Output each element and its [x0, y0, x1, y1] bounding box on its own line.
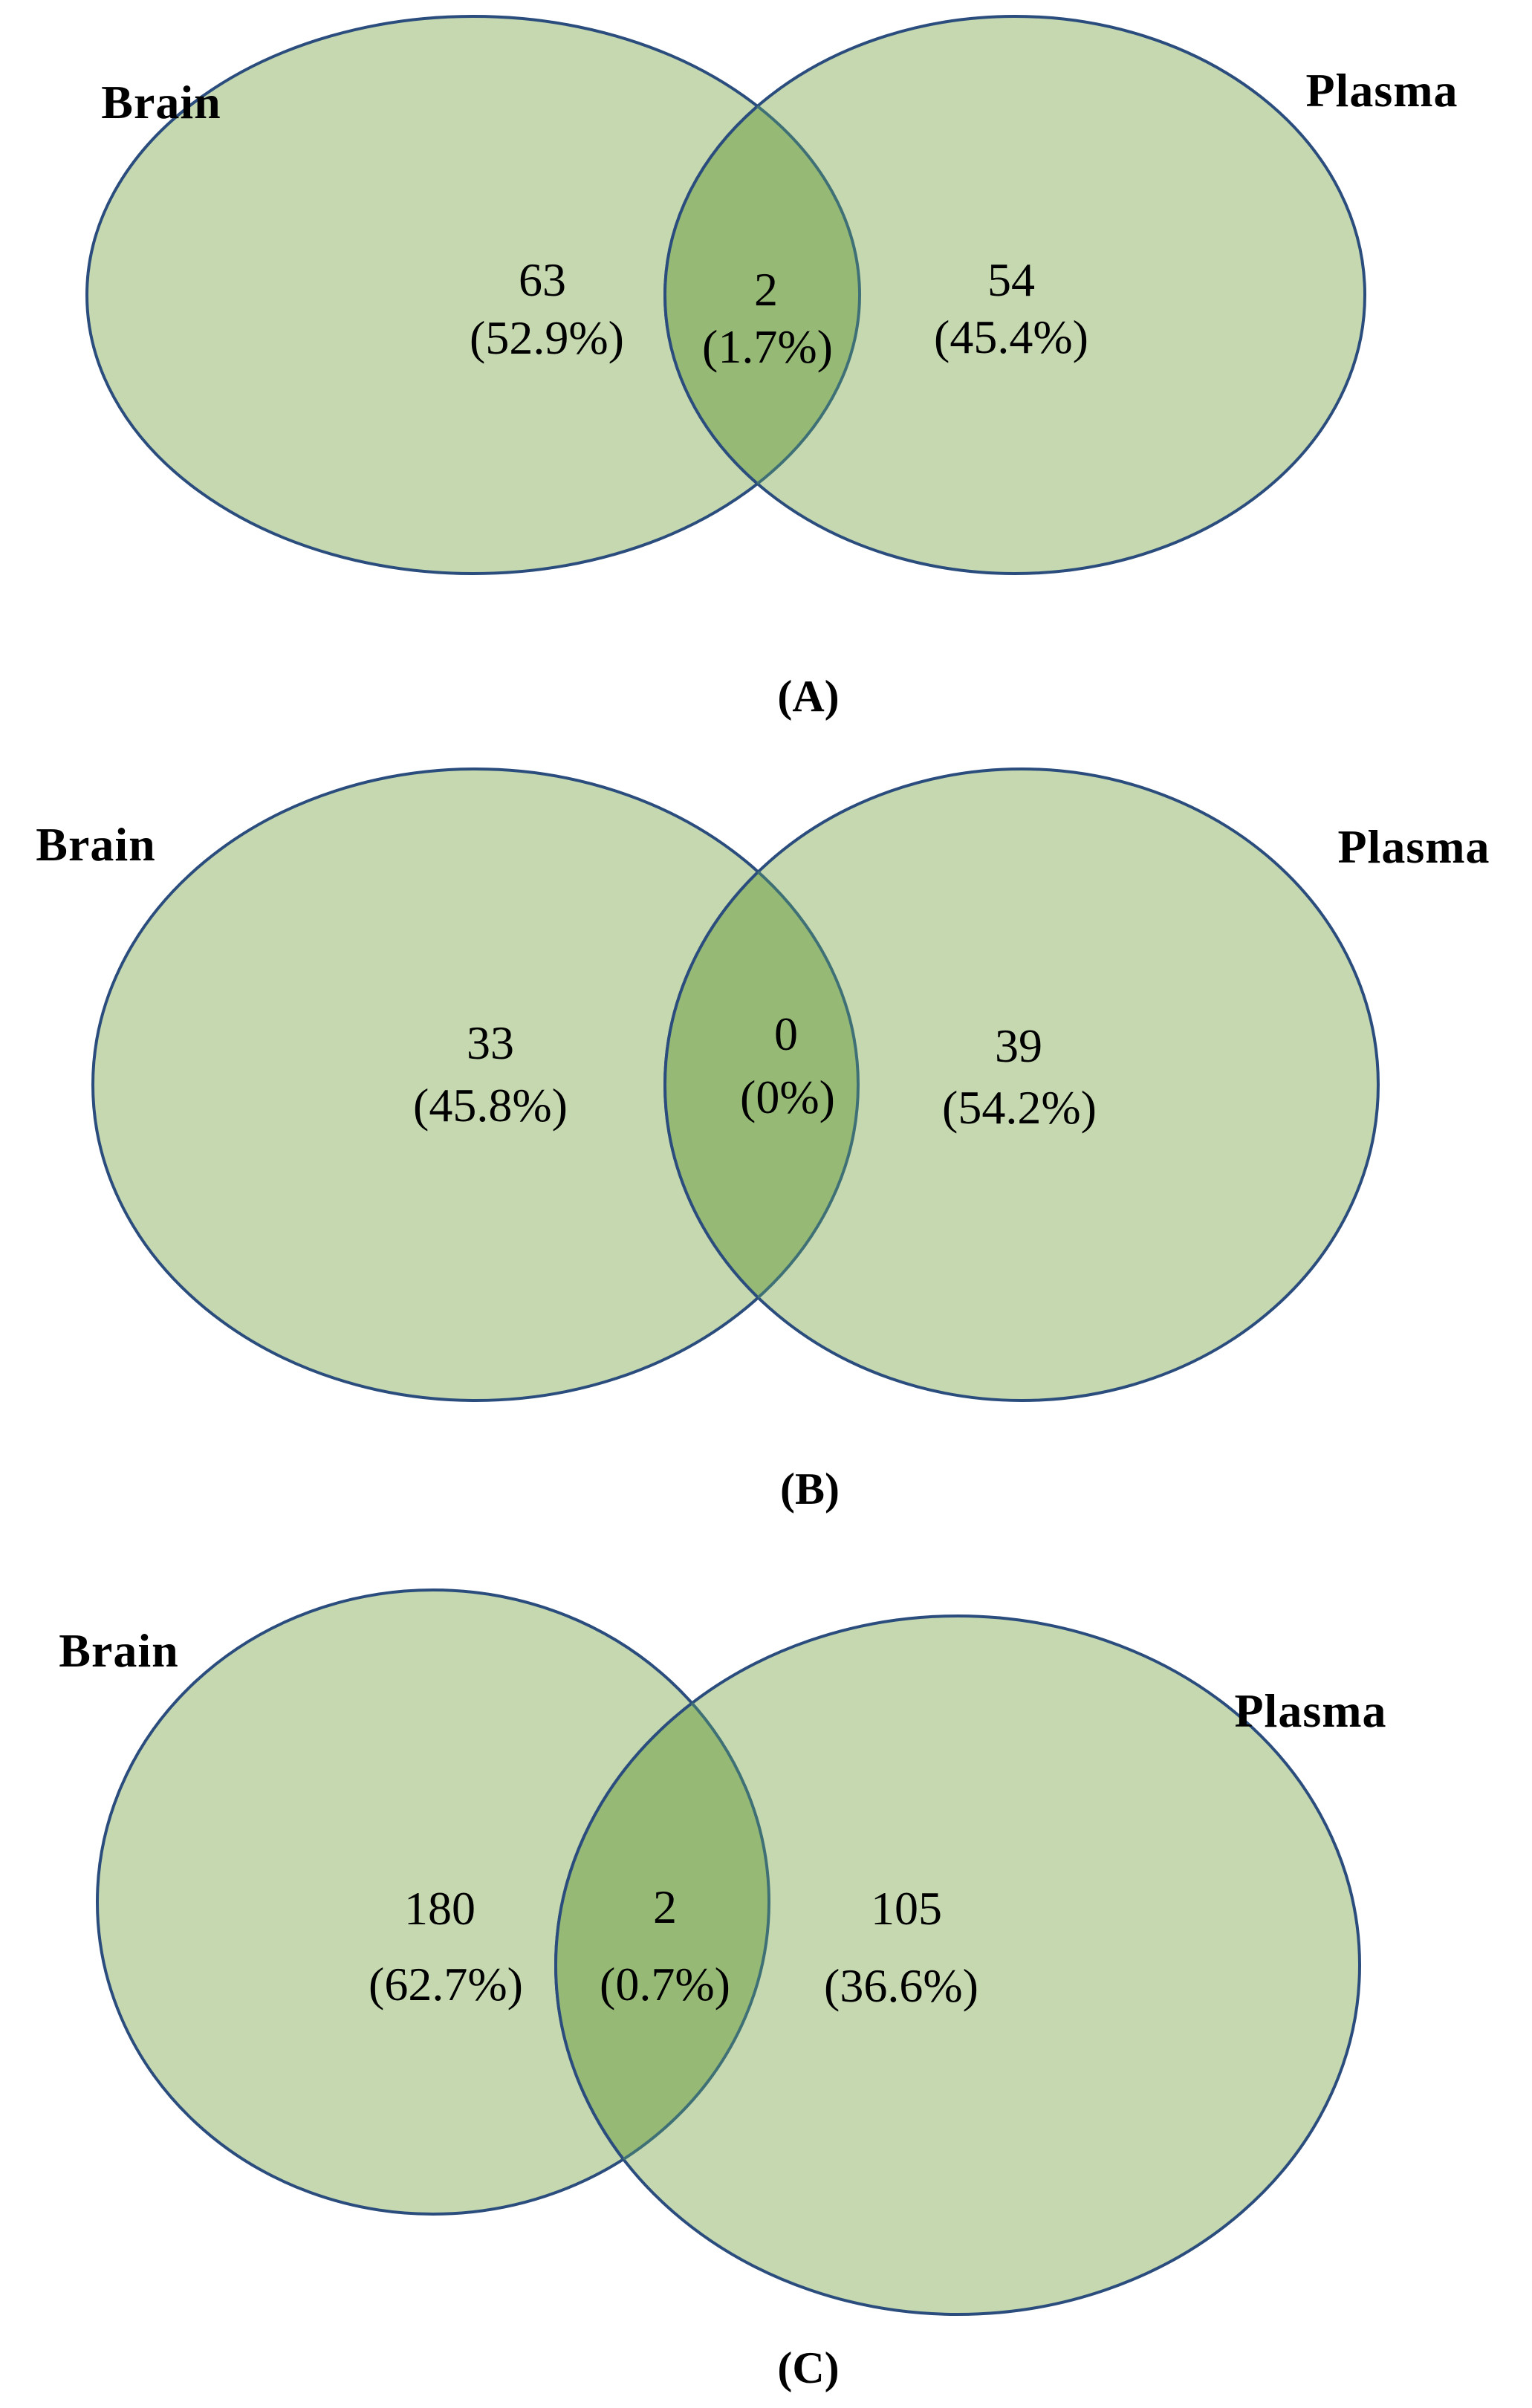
panel-caption-c: (C): [777, 2343, 840, 2392]
brain-only-pct-b: (45.8%): [413, 1079, 568, 1132]
overlap-arc-c: [556, 1616, 770, 2216]
brain-label-a: Brain: [101, 76, 221, 129]
overlap-arc-a: [665, 16, 861, 574]
venn-panel-c: [96, 1588, 1361, 2316]
brain-only-pct-c: (62.7%): [369, 1958, 523, 2011]
plasma-only-count-a: 54: [987, 253, 1035, 306]
brain-only-count-c: 180: [404, 1882, 475, 1935]
plasma-only-pct-b: (54.2%): [942, 1081, 1097, 1134]
overlap-pct-a: (1.7%): [702, 320, 833, 373]
overlap-pct-b: (0%): [740, 1071, 835, 1123]
plasma-only-pct-c: (36.6%): [824, 1959, 978, 2012]
plasma-label-c: Plasma: [1234, 1684, 1387, 1737]
brain-only-count-b: 33: [467, 1016, 514, 1069]
venn-panel-b: [91, 767, 1380, 1402]
overlap-count-c: 2: [653, 1880, 677, 1933]
overlap-count-b: 0: [774, 1007, 798, 1060]
plasma-only-pct-a: (45.4%): [934, 311, 1088, 363]
brain-only-pct-a: (52.9%): [470, 311, 624, 364]
venn-panel-a: [85, 15, 1366, 575]
plasma-only-count-c: 105: [871, 1882, 942, 1935]
overlap-count-a: 2: [754, 263, 778, 316]
overlap-pct-c: (0.7%): [600, 1958, 730, 2011]
overlap-arc-b: [665, 769, 860, 1401]
brain-label-c: Brain: [59, 1624, 179, 1677]
brain-only-count-a: 63: [519, 253, 566, 306]
panel-caption-b: (B): [780, 1464, 840, 1513]
plasma-only-count-b: 39: [995, 1019, 1042, 1072]
brain-label-b: Brain: [36, 818, 156, 871]
panel-caption-a: (A): [777, 672, 840, 721]
plasma-label-a: Plasma: [1305, 64, 1458, 117]
plasma-label-b: Plasma: [1337, 820, 1490, 873]
